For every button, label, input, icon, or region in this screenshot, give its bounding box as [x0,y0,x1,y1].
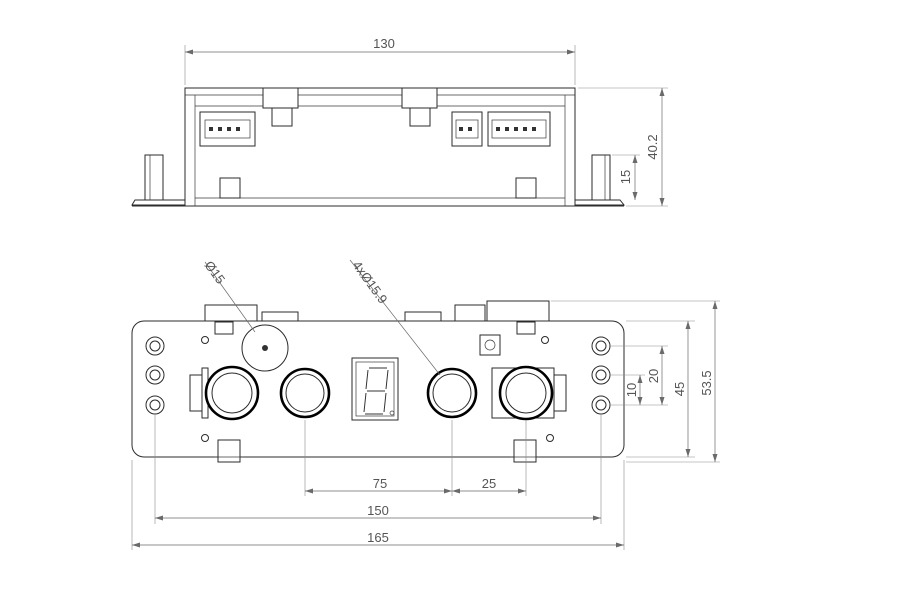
dim-40-2-label: 40.2 [645,134,660,159]
dim-75-label: 75 [373,476,387,491]
dim-25-label: 25 [482,476,496,491]
dim-45-label: 45 [672,382,687,396]
side-view [131,45,668,207]
dim-165-label: 165 [367,530,389,545]
dim-53-5-label: 53.5 [699,370,714,395]
dim-20-label: 20 [646,369,661,383]
dim-15-label: 15 [618,170,633,184]
button-diameter-label: 4xØ15.9 [350,258,391,307]
dim-150-label: 150 [367,503,389,518]
dim-10-label: 10 [624,383,639,397]
front-view [131,259,720,550]
dim-130-label: 130 [373,36,395,51]
